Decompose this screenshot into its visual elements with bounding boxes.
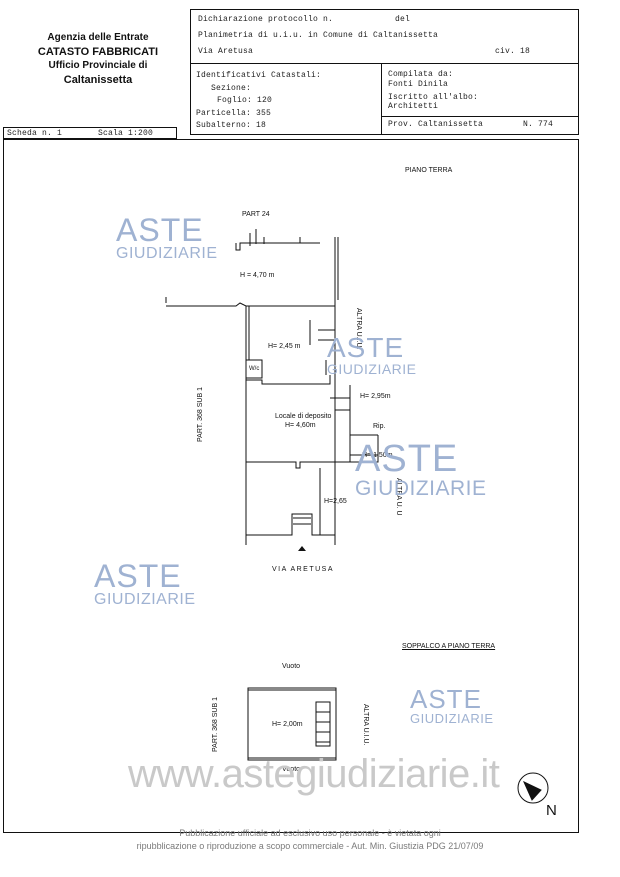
header-box bbox=[190, 9, 579, 135]
website-watermark: www.astegiudiziarie.it bbox=[128, 752, 500, 796]
height-460-label: H= 4,60m bbox=[285, 422, 316, 429]
agency-name: Agenzia delle Entrate bbox=[47, 32, 149, 43]
watermark-aste: ASTE GIUDIZIARIE bbox=[94, 558, 196, 608]
agency-header: Agenzia delle Entrate CATASTO FABBRICATI… bbox=[0, 32, 196, 86]
via-aretusa-label: VIA ARETUSA bbox=[272, 566, 335, 573]
compilata-label: Compilata da: bbox=[388, 70, 454, 79]
disclaimer-line-1: Pubblicazione ufficiale ad esclusivo uso… bbox=[179, 828, 441, 838]
watermark-aste: ASTE GIUDIZIARIE bbox=[116, 212, 218, 262]
albo-value: Architetti bbox=[388, 102, 439, 111]
part-368-left-label: PART. 368 SUB 1 bbox=[197, 387, 204, 442]
storage-label-rip: Rip. bbox=[373, 423, 386, 430]
north-arrow bbox=[517, 772, 549, 804]
height-295-label: H= 2,95m bbox=[360, 393, 391, 400]
address-field: Via Aretusa bbox=[198, 47, 254, 56]
height-150-label: H= 1,50m bbox=[362, 452, 393, 459]
identificativi-label: Identificativi Catastali: bbox=[196, 71, 322, 80]
storage-room-label: Locale di deposito bbox=[275, 413, 332, 420]
scale-label: Scala 1:200 bbox=[98, 129, 154, 138]
sezione-field: Sezione: bbox=[211, 84, 252, 93]
subalterno-field: Subalterno: 18 bbox=[196, 121, 267, 130]
wc-label: W/c bbox=[249, 366, 260, 372]
compiler-name: Fonti Dinila bbox=[388, 80, 449, 89]
drawing-frame bbox=[3, 139, 579, 833]
soppalco-title: SOPPALCO A PIANO TERRA bbox=[402, 643, 496, 650]
vuoto-top-label: Vuoto bbox=[282, 663, 301, 670]
foglio-field: Foglio: 120 bbox=[217, 96, 273, 105]
height-245-label: H= 2,45 m bbox=[268, 343, 301, 350]
vuoto-bottom-label: Vuoto bbox=[282, 766, 301, 773]
north-label: N bbox=[546, 802, 557, 819]
civic-number: civ. 18 bbox=[495, 47, 531, 56]
planimetria-line: Planimetria di u.i.u. in Comune di Calta… bbox=[198, 31, 439, 40]
province-field: Prov. Caltanissetta bbox=[388, 120, 484, 129]
header-divider bbox=[190, 63, 579, 64]
part-368-left-label-2: PART. 368 SUB 1 bbox=[212, 697, 219, 752]
height-265-label: H=2,65 bbox=[324, 498, 347, 505]
wc-room bbox=[246, 360, 262, 378]
piano-terra-label: PIANO TERRA bbox=[405, 167, 453, 174]
watermark-aste: ASTE GIUDIZIARIE bbox=[410, 684, 494, 726]
height-main-label: H = 4,70 m bbox=[240, 272, 275, 279]
height-200-label: H= 2,00m bbox=[272, 721, 303, 728]
registration-number: N. 774 bbox=[523, 120, 554, 129]
stair-flight bbox=[316, 702, 330, 746]
iscritto-label: Iscritto all'albo: bbox=[388, 93, 479, 102]
particella-field: Particella: 355 bbox=[196, 109, 272, 118]
del-label: del bbox=[395, 15, 411, 24]
dichiarazione-label: Dichiarazione protocollo n. bbox=[198, 15, 334, 24]
middle-wall bbox=[166, 303, 335, 306]
storage-room-top bbox=[246, 375, 330, 384]
office-city: Caltanissetta bbox=[63, 74, 133, 86]
part24-label: PART 24 bbox=[242, 211, 270, 218]
office-name: Ufficio Provinciale di bbox=[48, 60, 148, 71]
watermark-aste: ASTE GIUDIZIARIE bbox=[327, 332, 417, 377]
scheda-number: Scheda n. 1 bbox=[7, 129, 63, 138]
storage-room-bottom bbox=[246, 462, 350, 468]
header-divider-vertical bbox=[381, 63, 382, 135]
altra-uiu-label-2: ALTRA U.I.U. bbox=[362, 704, 369, 746]
front-wall bbox=[246, 514, 335, 535]
scheda-box bbox=[3, 127, 177, 139]
watermark-aste: ASTE GIUDIZIARIE bbox=[355, 438, 487, 500]
disclaimer-line-2: ripubblicazione o riproduzione a scopo c… bbox=[136, 841, 484, 851]
prov-divider bbox=[381, 116, 579, 117]
entrance-marker bbox=[298, 546, 306, 551]
catasto-title: CATASTO FABBRICATI bbox=[37, 46, 159, 58]
top-wall bbox=[236, 243, 320, 250]
